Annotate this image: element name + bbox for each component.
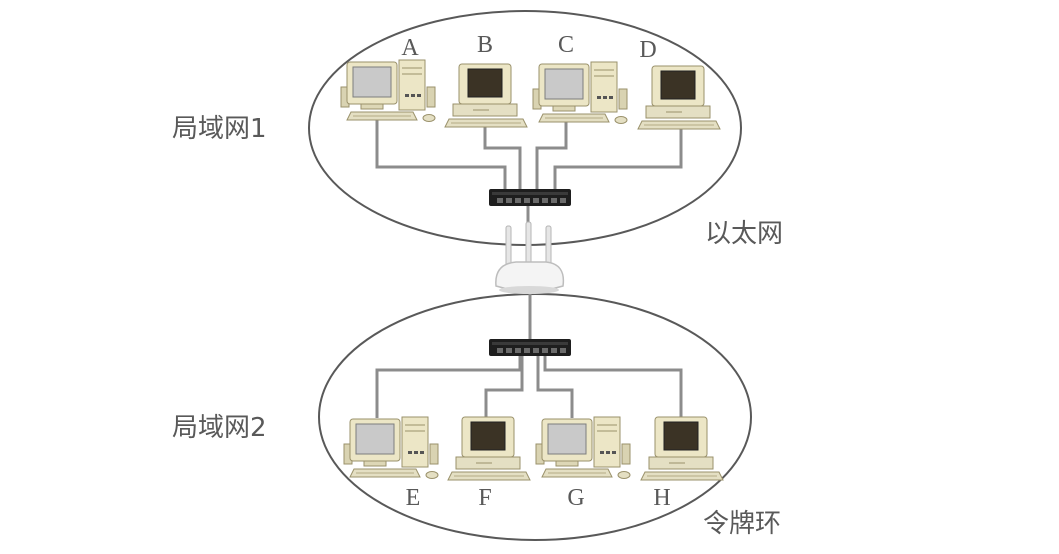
lan2-wires (375, 356, 683, 418)
computer-e-icon (343, 416, 439, 479)
token-ring-label: 令牌环 (703, 509, 781, 539)
lan1-label: 局域网1 (172, 114, 267, 144)
lan1-wires (375, 120, 683, 192)
lan2-switch (489, 339, 571, 356)
lan2-boundary (318, 293, 752, 541)
lan1-boundary (308, 10, 742, 246)
wireless-router-icon (495, 221, 565, 294)
computer-h-label: H (653, 485, 670, 511)
computer-e-label: E (406, 485, 421, 511)
computer-d-icon (637, 65, 721, 130)
computer-g-label: G (567, 485, 584, 511)
ethernet-label: 以太网 (705, 219, 783, 249)
computer-c-icon (532, 61, 628, 124)
computer-a-label: A (401, 35, 419, 61)
computer-h-icon (640, 416, 724, 481)
computer-d-label: D (639, 37, 656, 63)
computer-c-label: C (558, 32, 574, 58)
lan1-switch (489, 189, 571, 206)
computer-f-icon (447, 416, 531, 481)
computer-b-label: B (477, 32, 493, 58)
computer-a-icon (340, 59, 436, 122)
computer-g-icon (535, 416, 631, 479)
computer-b-icon (444, 63, 528, 128)
computer-f-label: F (478, 485, 491, 511)
lan2-label: 局域网2 (172, 413, 267, 443)
